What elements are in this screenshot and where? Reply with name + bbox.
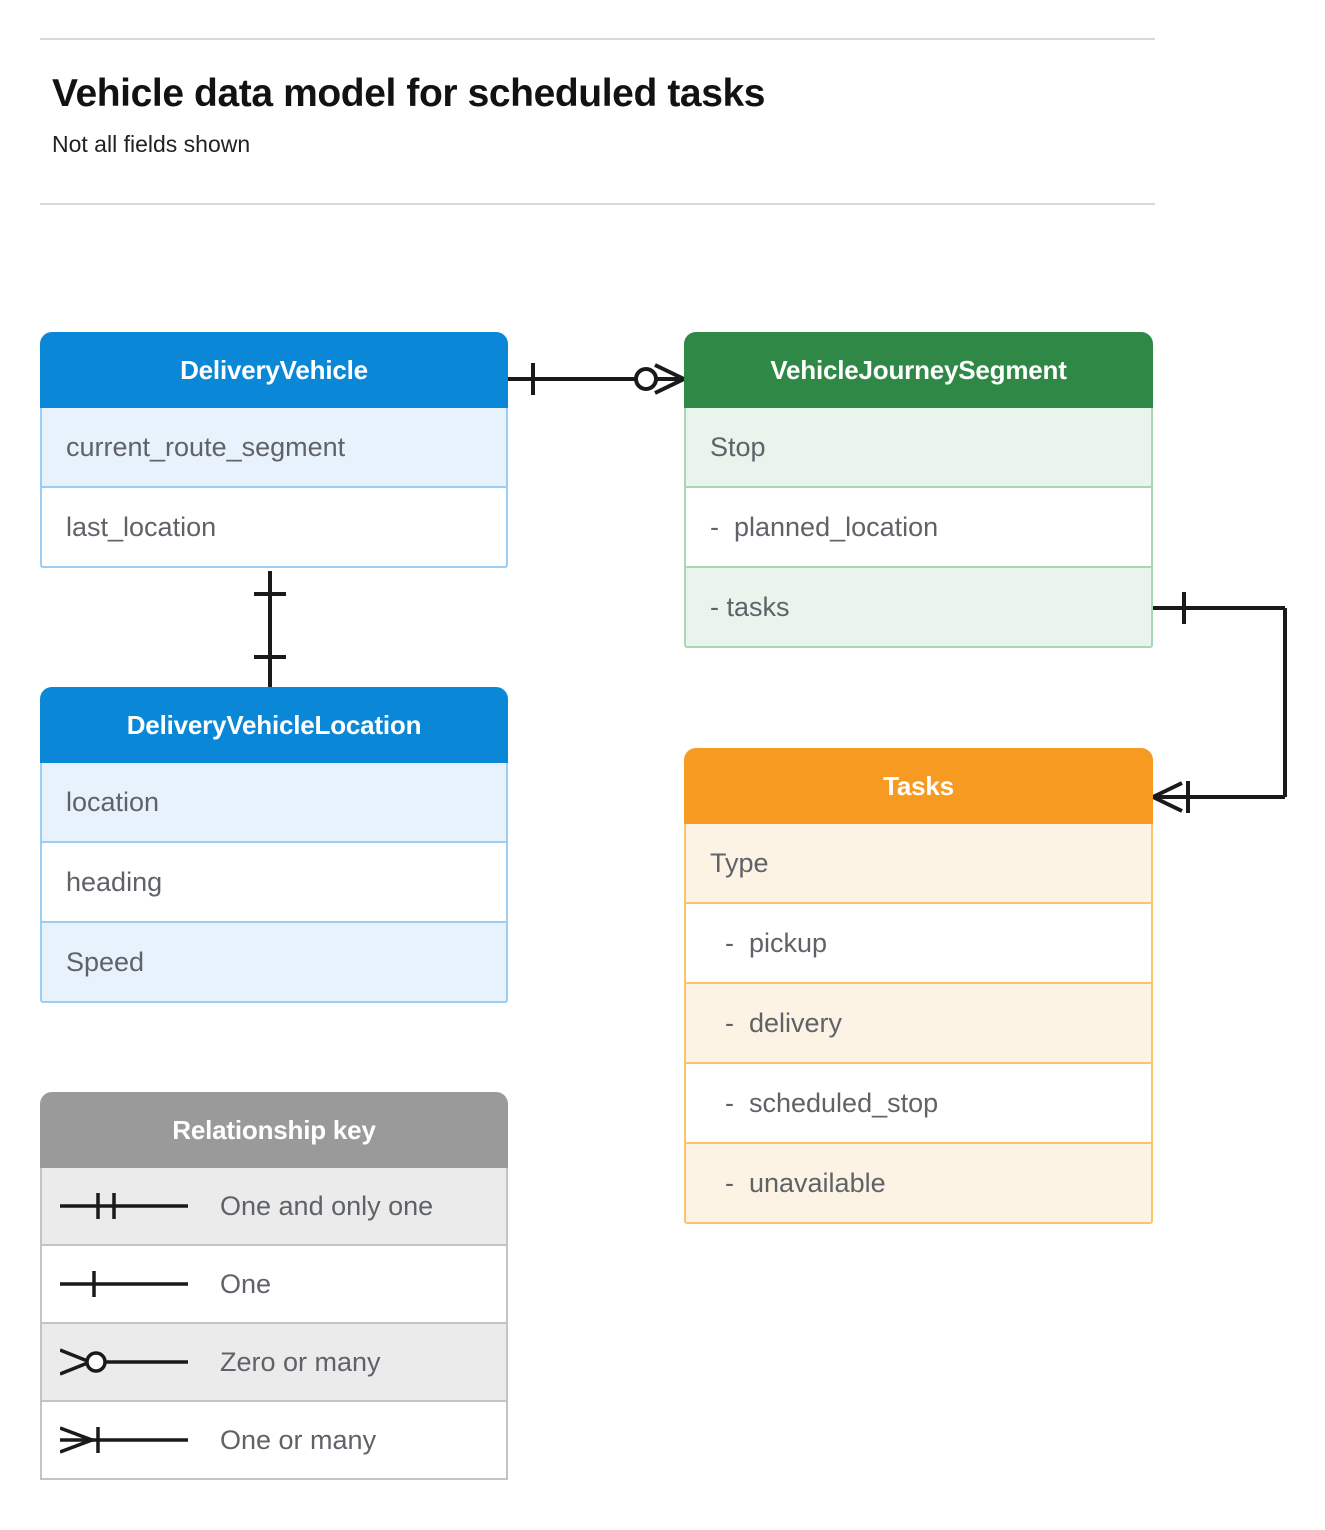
entity-vehicle-journey-segment-field-1[interactable]: - planned_location bbox=[684, 488, 1153, 568]
entity-tasks-field-4[interactable]: - unavailable bbox=[684, 1144, 1153, 1224]
entity-tasks-field-2[interactable]: - delivery bbox=[684, 984, 1153, 1064]
page-title: Vehicle data model for scheduled tasks bbox=[52, 72, 766, 115]
one-and-only-one-icon bbox=[42, 1186, 220, 1226]
entity-vehicle-journey-segment-field-2[interactable]: - tasks bbox=[684, 568, 1153, 648]
entity-tasks-title: Tasks bbox=[684, 748, 1153, 824]
entity-delivery-vehicle-location[interactable]: DeliveryVehicleLocation location heading… bbox=[40, 687, 508, 1003]
entity-delivery-vehicle-title: DeliveryVehicle bbox=[40, 332, 508, 408]
relationship-key-legend: Relationship key One and only one One bbox=[40, 1092, 508, 1480]
entity-vehicle-journey-segment-field-0[interactable]: Stop bbox=[684, 408, 1153, 488]
entity-delivery-vehicle-location-field-2[interactable]: Speed bbox=[40, 923, 508, 1003]
one-or-many-icon bbox=[42, 1420, 220, 1460]
legend-label-one-or-many: One or many bbox=[220, 1424, 377, 1455]
legend-label-zero-or-many: Zero or many bbox=[220, 1346, 381, 1377]
entity-tasks-field-1[interactable]: - pickup bbox=[684, 904, 1153, 984]
relationship-key-title: Relationship key bbox=[40, 1092, 508, 1168]
entity-tasks-field-3[interactable]: - scheduled_stop bbox=[684, 1064, 1153, 1144]
legend-label-one: One bbox=[220, 1268, 272, 1299]
entity-delivery-vehicle[interactable]: DeliveryVehicle current_route_segment la… bbox=[40, 332, 508, 568]
legend-label-one-and-only-one: One and only one bbox=[220, 1190, 434, 1221]
entity-tasks[interactable]: Tasks Type - pickup - delivery - schedul… bbox=[684, 748, 1153, 1224]
zero-or-many-icon bbox=[42, 1342, 220, 1382]
page-subtitle: Not all fields shown bbox=[52, 131, 251, 157]
entity-delivery-vehicle-location-field-1[interactable]: heading bbox=[40, 843, 508, 923]
entity-delivery-vehicle-location-title: DeliveryVehicleLocation bbox=[40, 687, 508, 763]
entity-vehicle-journey-segment-title: VehicleJourneySegment bbox=[684, 332, 1153, 408]
entity-tasks-field-0[interactable]: Type bbox=[684, 824, 1153, 904]
legend-row-one: One bbox=[40, 1246, 508, 1324]
one-icon bbox=[42, 1264, 220, 1304]
entity-delivery-vehicle-location-field-0[interactable]: location bbox=[40, 763, 508, 843]
entity-delivery-vehicle-field-1[interactable]: last_location bbox=[40, 488, 508, 568]
entity-delivery-vehicle-field-0[interactable]: current_route_segment bbox=[40, 408, 508, 488]
legend-row-one-and-only-one: One and only one bbox=[40, 1168, 508, 1246]
legend-row-one-or-many: One or many bbox=[40, 1402, 508, 1480]
header-rule-top bbox=[40, 38, 1155, 40]
entity-vehicle-journey-segment[interactable]: VehicleJourneySegment Stop - planned_loc… bbox=[684, 332, 1153, 648]
legend-row-zero-or-many: Zero or many bbox=[40, 1324, 508, 1402]
header-rule-bottom bbox=[40, 203, 1155, 205]
